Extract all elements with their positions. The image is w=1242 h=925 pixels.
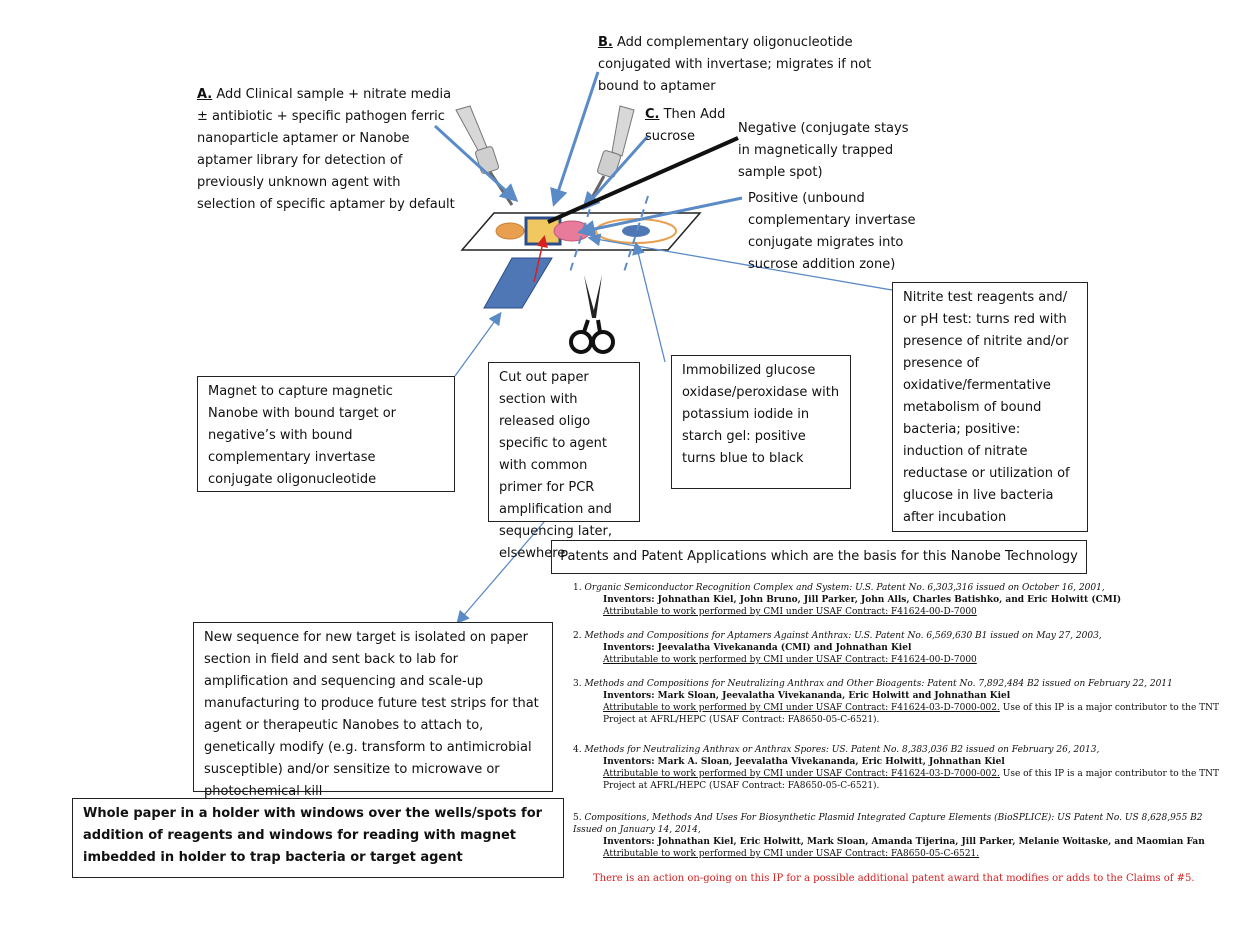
glucose-box: Immobilized glucose oxidase/peroxidase w… (671, 355, 851, 489)
nitrite-box: Nitrite test reagents and/ or pH test: t… (892, 282, 1088, 532)
sample-spot-left (495, 222, 525, 240)
sequence-box: New sequence for new target is isolated … (193, 622, 553, 799)
magnet-box: Magnet to capture magnetic Nanobe with b… (197, 376, 455, 492)
patent-3: 3. Methods and Compositions for Neutrali… (573, 679, 1220, 725)
patent-1: 1. Organic Semiconductor Recognition Com… (573, 583, 1122, 617)
cut-box: Cut out paper section with released olig… (488, 362, 640, 561)
patent-2: 2. Methods and Compositions for Aptamers… (573, 631, 1102, 665)
magnet-bar (483, 257, 553, 309)
scissors-icon (569, 275, 615, 354)
label-b: B. Add complementary oligonucleotide con… (598, 35, 872, 94)
label-c: C. Then Add sucrose (645, 107, 726, 144)
label-negative: Negative (conjugate stays in magneticall… (738, 121, 909, 180)
holder-box: Whole paper in a holder with windows ove… (72, 798, 564, 878)
patent-5: 5. Compositions, Methods And Uses For Bi… (573, 813, 1205, 859)
label-positive: Positive (unbound complementary invertas… (748, 191, 916, 272)
patent-4: 4. Methods for Neutralizing Anthrax or A… (573, 745, 1220, 791)
patents-title: Patents and Patent Applications which ar… (551, 540, 1087, 574)
glucose-spot (622, 225, 650, 237)
label-a: A. Add Clinical sample + nitrate media ±… (197, 87, 455, 212)
pipette-right-icon (586, 105, 635, 206)
ip-action-note: There is an action on-going on this IP f… (593, 873, 1195, 884)
